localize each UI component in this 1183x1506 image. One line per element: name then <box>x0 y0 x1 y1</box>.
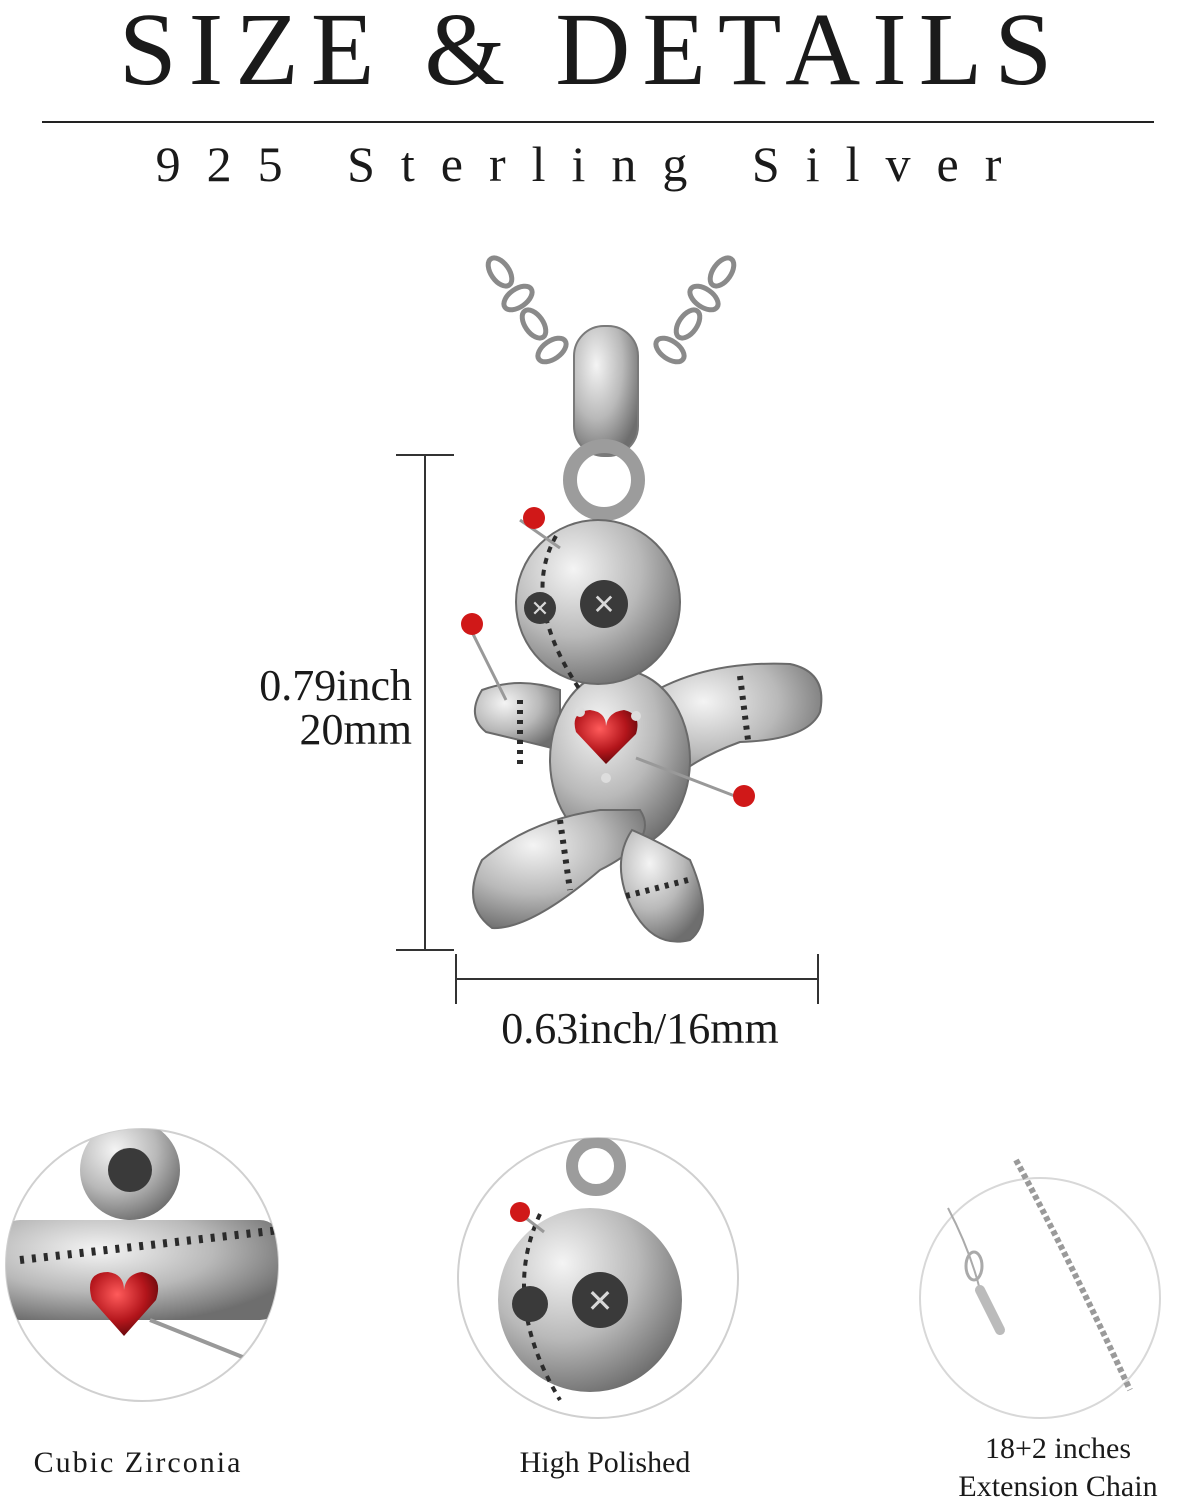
detail-circle-high-polished: ✕ <box>457 1137 739 1419</box>
necklace-chain <box>485 255 737 365</box>
svg-text:✕: ✕ <box>531 597 549 622</box>
extension-chain-label: Extension Chain <box>958 1470 1158 1503</box>
width-dimension-line <box>455 954 819 1004</box>
cable-chain-icon <box>1013 1158 1133 1392</box>
feature-caption-extension-chain: 18+2 inches Extension Chain <box>930 1430 1183 1506</box>
height-measurement: 0.79inch 20mm <box>180 664 412 752</box>
page-title: SIZE & DETAILS <box>118 0 1065 107</box>
feature-caption-high-polished: High Polished <box>519 1446 691 1479</box>
heart-gem-icon <box>574 710 638 764</box>
material-subtitle: 925 Sterling Silver <box>155 136 1028 192</box>
height-dimension-line <box>396 454 454 951</box>
detail-circle-cubic-zirconia <box>5 1128 279 1402</box>
height-mm-label: 20mm <box>299 705 412 754</box>
lobster-clasp-icon <box>975 1285 1005 1335</box>
voodoo-doll-pendant: ✕ ✕ <box>461 507 823 943</box>
chain-length-label: 18+2 inches <box>984 1432 1132 1465</box>
height-inch-label: 0.79inch <box>259 661 412 710</box>
detail-circle-extension-chain <box>919 1158 1161 1419</box>
feature-caption-cubic-zirconia: Cubic Zirconia <box>33 1446 243 1479</box>
svg-text:✕: ✕ <box>592 588 615 621</box>
pendant-bail <box>563 325 645 521</box>
title-divider <box>42 121 1154 123</box>
width-measurement: 0.63inch/16mm <box>501 1004 779 1053</box>
svg-text:✕: ✕ <box>587 1282 614 1320</box>
